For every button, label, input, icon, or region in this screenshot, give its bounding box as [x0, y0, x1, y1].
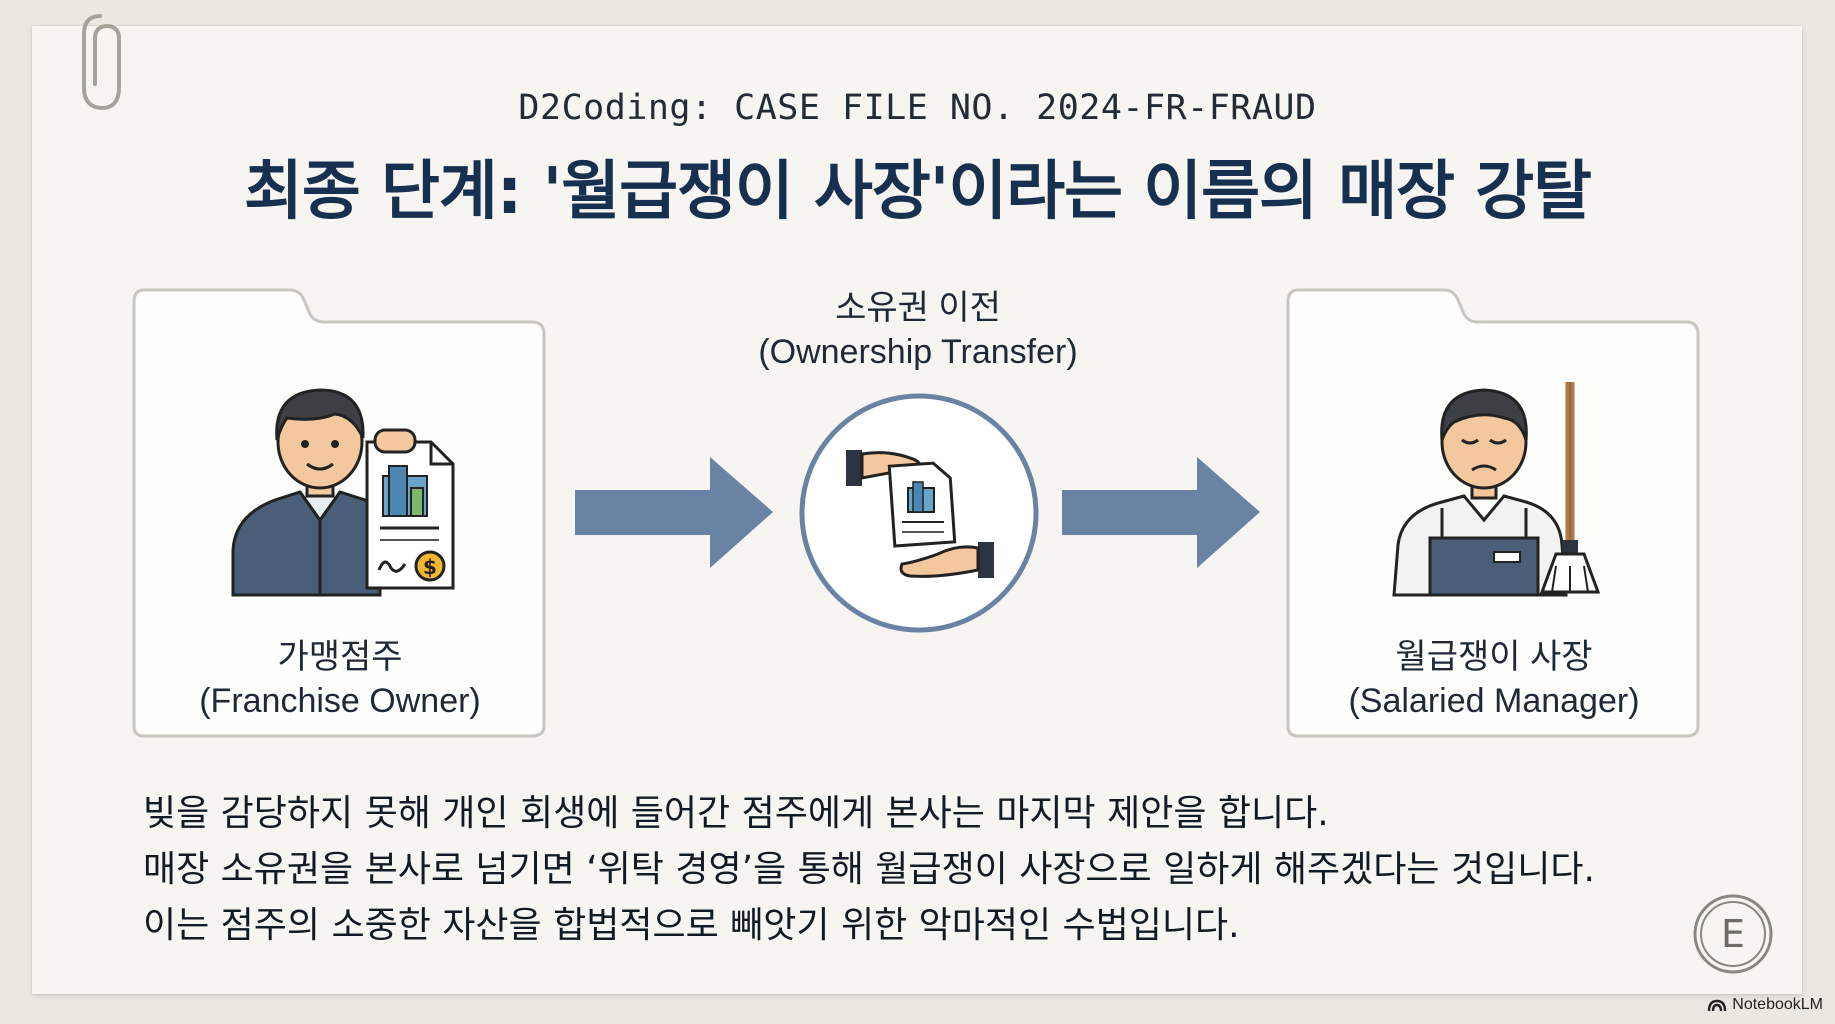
salaried-manager-label-en: (Salaried Manager) [1284, 679, 1704, 723]
ownership-transfer-label-en: (Ownership Transfer) [718, 330, 1118, 374]
description-line: 매장 소유권을 본사로 넘기면 ‘위탁 경영’을 통해 월급쟁이 사장으로 일하… [143, 842, 1643, 898]
description-line: 이는 점주의 소중한 자산을 합법적으로 빼앗기 위한 악마적인 수법입니다. [143, 898, 1643, 954]
notebooklm-watermark: NotebookLM [1707, 996, 1823, 1014]
salaried-manager-label-ko: 월급쟁이 사장 [1284, 635, 1704, 679]
ownership-transfer-label-ko: 소유권 이전 [718, 286, 1118, 330]
franchise-owner-label-ko: 가맹점주 [130, 635, 550, 679]
description-line: 빚을 감당하지 못해 개인 회생에 들어간 점주에게 본사는 마지막 제안을 합… [143, 786, 1643, 842]
notebooklm-logo-icon [1707, 998, 1727, 1012]
right-arrow-icon [1062, 455, 1262, 570]
description-text: 빚을 감당하지 못해 개인 회생에 들어간 점주에게 본사는 마지막 제안을 합… [143, 786, 1643, 954]
franchise-owner-card: $ 가맹점주 (Franchise Owner) [130, 280, 550, 740]
case-file-number: D2Coding: CASE FILE NO. 2024-FR-FRAUD [0, 88, 1835, 128]
brand-name: NotebookLM [1732, 996, 1823, 1014]
seal-letter: E [1721, 912, 1745, 956]
salaried-manager-icon [1384, 370, 1624, 600]
franchise-owner-icon: $ [225, 370, 465, 600]
ownership-transfer-icon [798, 392, 1040, 634]
page-title: 최종 단계: '월급쟁이 사장'이라는 이름의 매장 강탈 [0, 140, 1835, 232]
right-arrow-icon [575, 455, 775, 570]
seal-stamp: E [1692, 893, 1774, 975]
franchise-owner-label-en: (Franchise Owner) [130, 679, 550, 723]
svg-text:$: $ [423, 555, 437, 579]
salaried-manager-card: 월급쟁이 사장 (Salaried Manager) [1284, 280, 1704, 740]
